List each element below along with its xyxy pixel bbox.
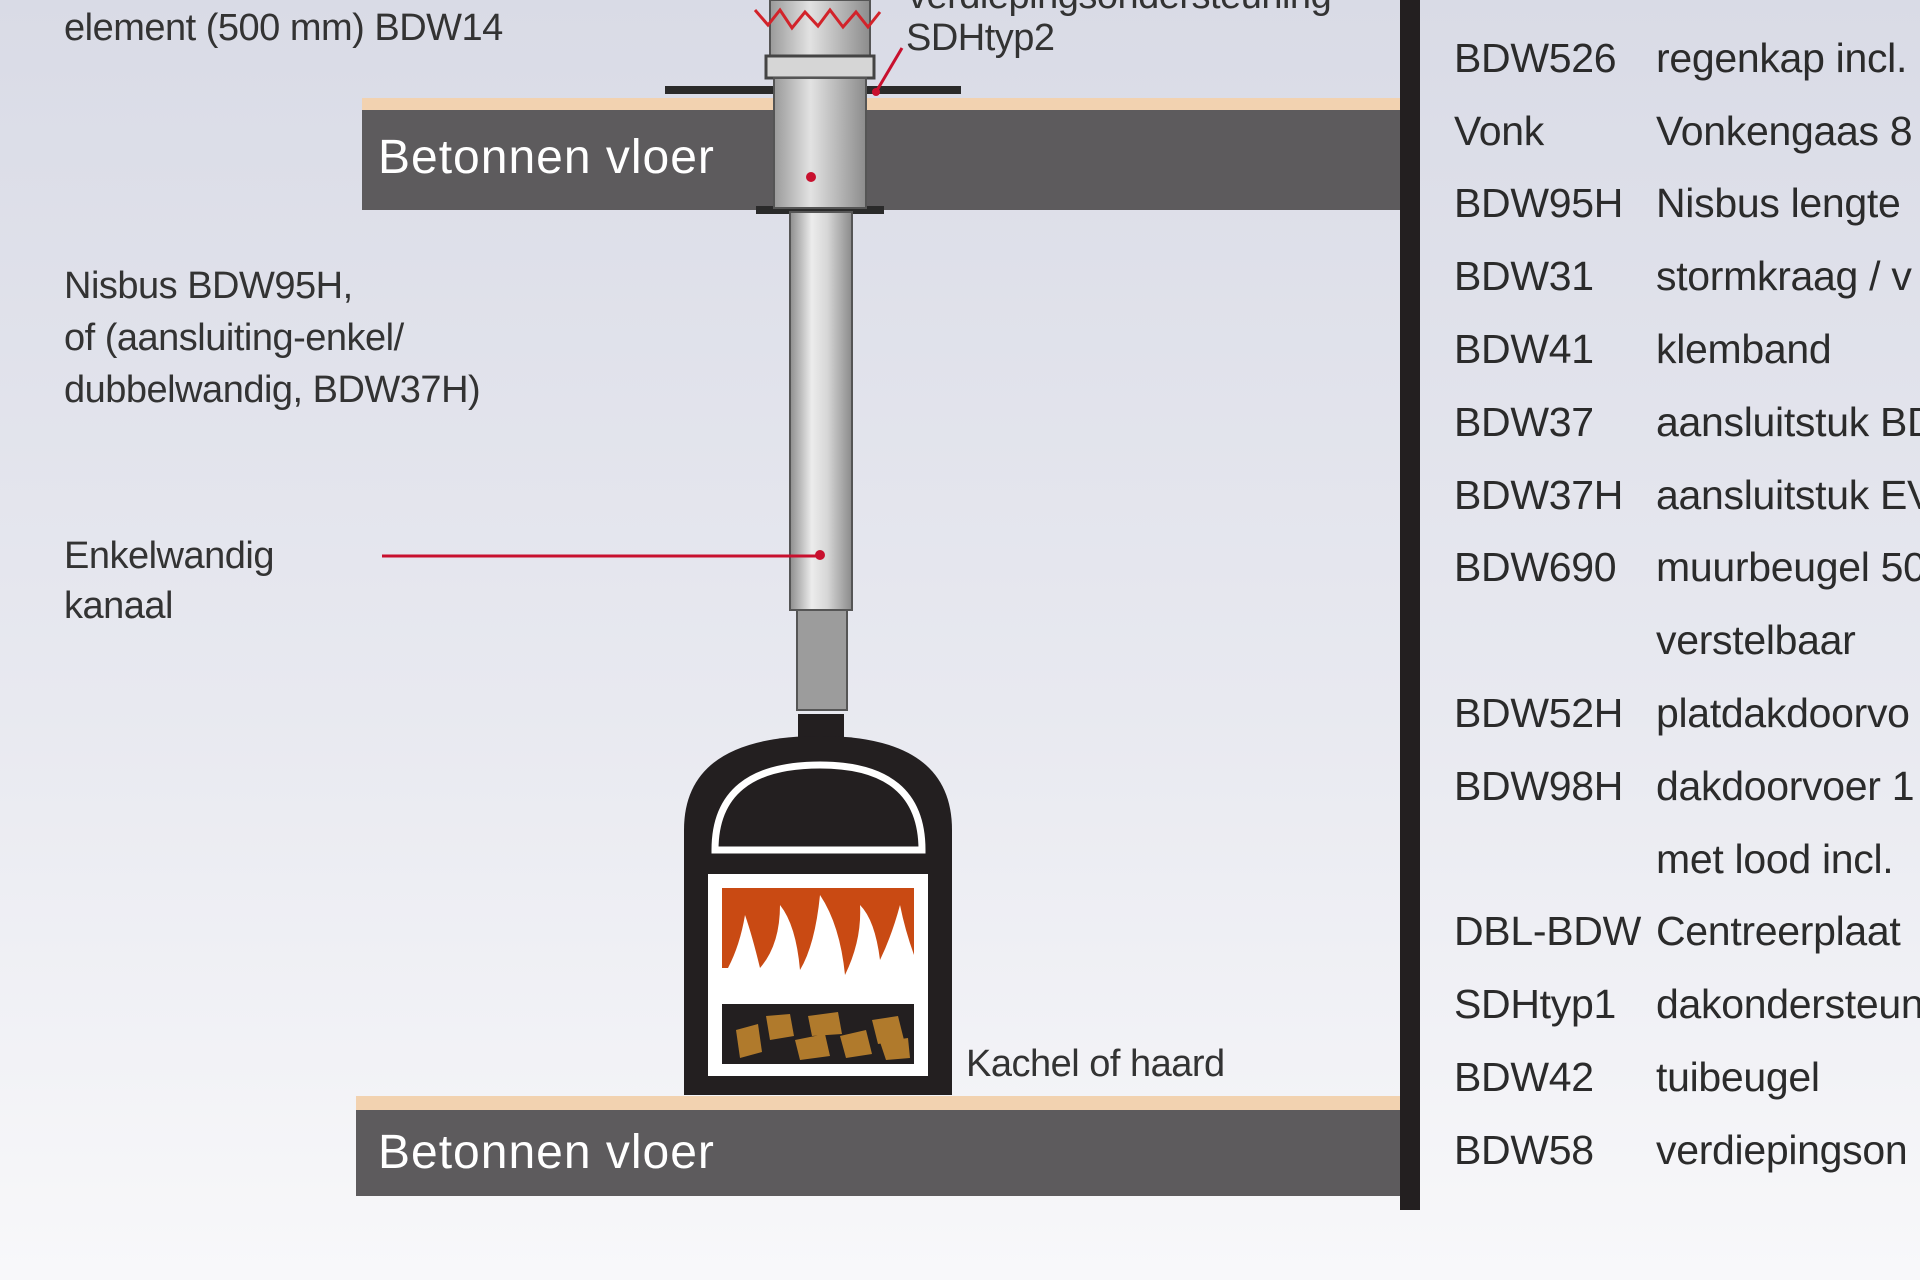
parts-row: BDW37H aansluitstuk EV bbox=[1454, 459, 1920, 532]
part-code: Vonk bbox=[1454, 107, 1544, 154]
upper-pipe-marker bbox=[806, 172, 816, 182]
part-description: aansluitstuk EV bbox=[1656, 471, 1920, 518]
nisbus-label-line2: of (aansluiting-enkel/ bbox=[64, 317, 404, 359]
parts-row: Vonk Vonkengaas 8 bbox=[1454, 95, 1920, 168]
parts-row: BDW52H platdakdoorvo bbox=[1454, 677, 1920, 750]
part-description: verdiepingson bbox=[1656, 1126, 1908, 1173]
parts-row: BDW526 regenkap incl. bbox=[1454, 22, 1920, 95]
part-code: BDW31 bbox=[1454, 253, 1594, 300]
part-description: platdakdoorvo bbox=[1656, 690, 1910, 737]
bottom-floor-slab bbox=[356, 1096, 1400, 1196]
part-code: BDW98H bbox=[1454, 762, 1624, 809]
parts-row: DBL-BDW Centreerplaat bbox=[1454, 896, 1920, 969]
support-label-partial: verdiepingsondersteuning bbox=[908, 0, 1332, 22]
top-floor-label: Betonnen vloer bbox=[378, 131, 715, 184]
nisbus-label-line1: Nisbus BDW95H, bbox=[64, 265, 353, 307]
part-description: Centreerplaat bbox=[1656, 908, 1901, 955]
part-description: muurbeugel 50 bbox=[1656, 544, 1920, 591]
part-code: BDW690 bbox=[1454, 544, 1617, 591]
stove-label: Kachel of haard bbox=[966, 1043, 1225, 1085]
part-description: aansluitstuk BD bbox=[1656, 398, 1920, 445]
parts-row: BDW58 verdiepingson bbox=[1454, 1114, 1920, 1187]
nisbus-label-line3: dubbelwandig, BDW37H) bbox=[64, 369, 481, 411]
parts-table: BDW526 regenkap incl. Vonk Vonkengaas 8 BD… bbox=[1454, 22, 1920, 1187]
part-description: met lood incl. bbox=[1656, 835, 1894, 882]
part-code: BDW58 bbox=[1454, 1126, 1594, 1173]
part-code: BDW95H bbox=[1454, 180, 1624, 227]
bottom-flange-plate bbox=[756, 206, 884, 214]
table-divider bbox=[1400, 0, 1420, 1210]
parts-row: BDW95H Nisbus lengte bbox=[1454, 168, 1920, 241]
part-code: BDW37 bbox=[1454, 398, 1594, 445]
support-zigzag bbox=[753, 7, 882, 31]
single-wall-label-line2: kanaal bbox=[64, 585, 173, 627]
parts-row: BDW42 tuibeugel bbox=[1454, 1041, 1920, 1114]
part-code: BDW42 bbox=[1454, 1054, 1594, 1101]
part-description: Vonkengaas 8 bbox=[1656, 107, 1913, 154]
parts-row: verstelbaar bbox=[1454, 604, 1920, 677]
parts-row: BDW31 stormkraag / v bbox=[1454, 240, 1920, 313]
part-description: klemband bbox=[1656, 326, 1832, 373]
part-description: stormkraag / v bbox=[1656, 253, 1912, 300]
parts-row: BDW98H dakdoorvoer 1 bbox=[1454, 750, 1920, 823]
part-code: BDW41 bbox=[1454, 326, 1594, 373]
support-code-label: SDHtyp2 bbox=[906, 17, 1055, 59]
part-code: BDW52H bbox=[1454, 690, 1624, 737]
part-code: SDHtyp1 bbox=[1454, 981, 1616, 1028]
top-floor-slab bbox=[362, 98, 1400, 210]
parts-row: BDW690 muurbeugel 50 bbox=[1454, 532, 1920, 605]
part-description: regenkap incl. bbox=[1656, 34, 1908, 81]
top-element-label: element (500 mm) BDW14 bbox=[64, 7, 503, 49]
parts-row: met lood incl. bbox=[1454, 823, 1920, 896]
part-description: Nisbus lengte bbox=[1656, 180, 1901, 227]
part-code: BDW37H bbox=[1454, 471, 1624, 518]
flames bbox=[722, 888, 914, 975]
single-wall-pipe bbox=[789, 211, 853, 711]
part-code: DBL-BDW bbox=[1454, 908, 1641, 955]
part-description: verstelbaar bbox=[1656, 617, 1856, 664]
upper-pipe bbox=[764, 0, 876, 209]
bottom-floor-label: Betonnen vloer bbox=[378, 1126, 715, 1179]
parts-row: BDW41 klemband bbox=[1454, 313, 1920, 386]
part-description: dakdoorvoer 1 bbox=[1656, 762, 1915, 809]
part-description: tuibeugel bbox=[1656, 1054, 1820, 1101]
parts-row: SDHtyp1 dakondersteun bbox=[1454, 968, 1920, 1041]
part-description: dakondersteun bbox=[1656, 981, 1920, 1028]
stove-illustration bbox=[684, 714, 952, 1095]
part-code: BDW526 bbox=[1454, 34, 1617, 81]
support-callout-line bbox=[874, 47, 904, 93]
single-wall-label-line1: Enkelwandig bbox=[64, 535, 274, 577]
parts-row: BDW37 aansluitstuk BD bbox=[1454, 386, 1920, 459]
